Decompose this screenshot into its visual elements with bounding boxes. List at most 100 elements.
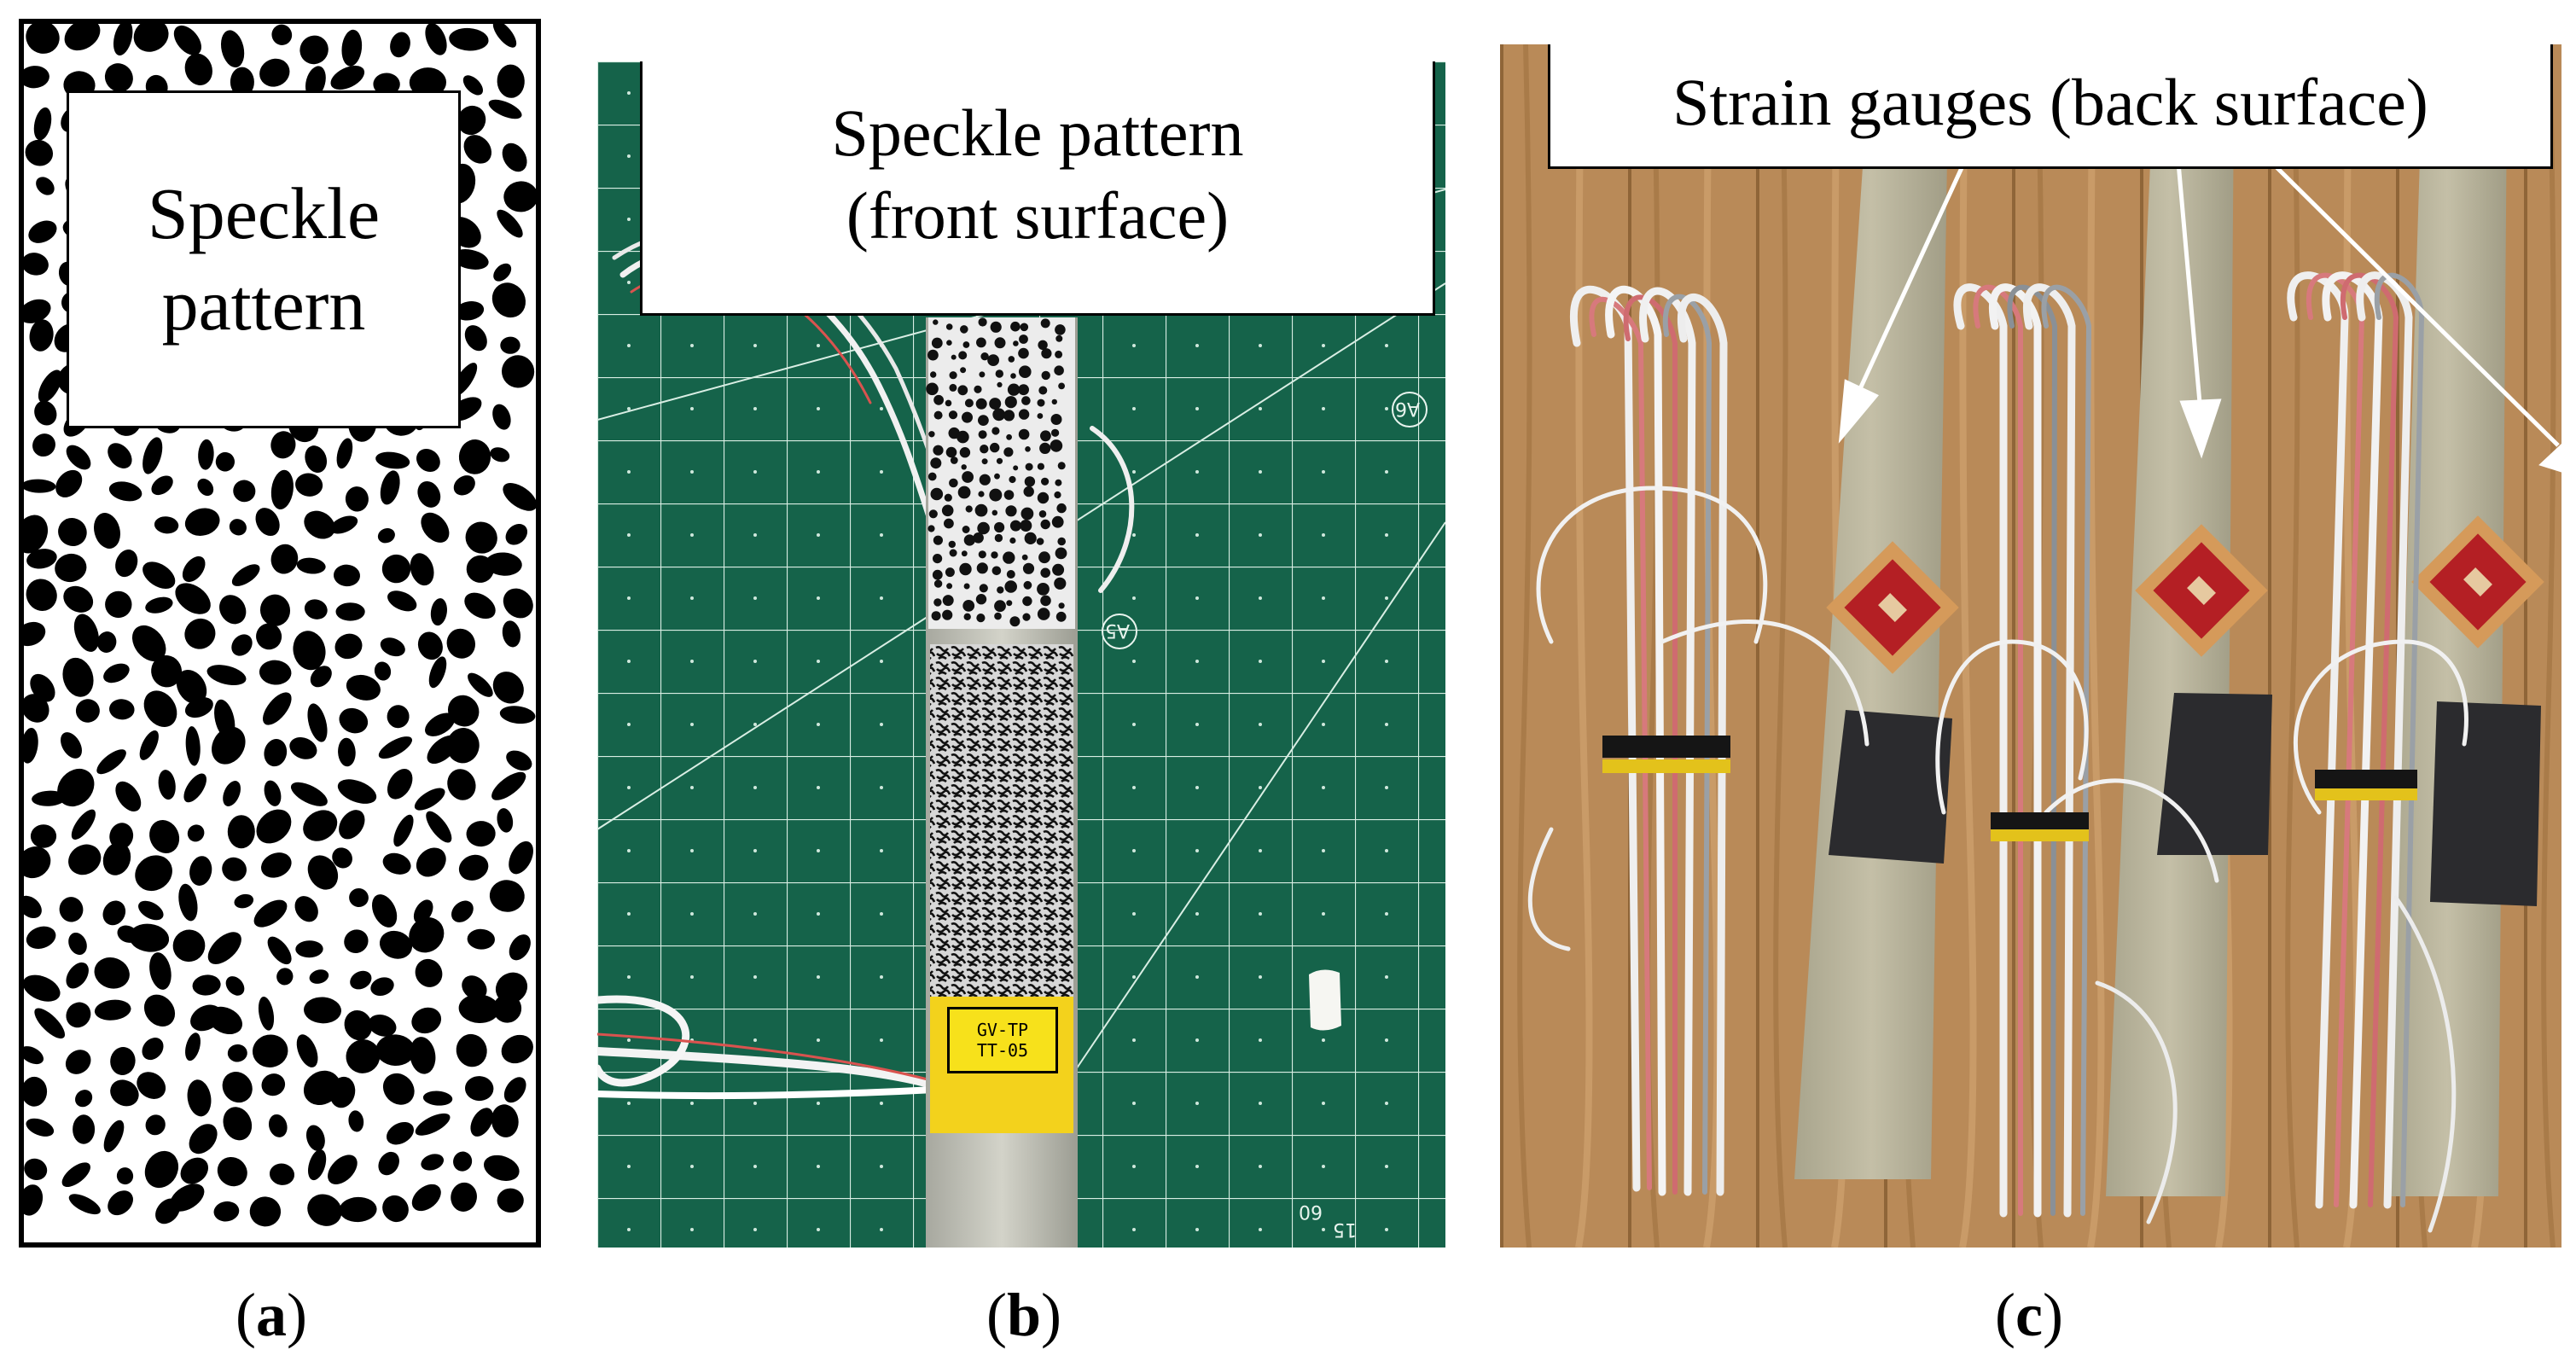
speckle-dot [446, 628, 476, 659]
speckle-dot [503, 181, 536, 212]
speckle-dot [32, 790, 67, 806]
speckle-dot [142, 1038, 164, 1061]
specimen-speckle-dot [945, 446, 957, 458]
speckle-dot [94, 957, 130, 989]
speckle-dot [379, 930, 413, 959]
specimen-speckle-dot [958, 351, 968, 360]
specimen-speckle-dot [1038, 510, 1047, 518]
speckle-dot [276, 968, 294, 986]
speckle-dot [303, 810, 338, 841]
specimen-speckle-dot [1055, 611, 1067, 622]
speckle-dot [382, 1195, 409, 1223]
speckle-dot [380, 637, 405, 657]
speckle-dot [328, 1155, 358, 1185]
specimen-speckle-dot [1020, 323, 1029, 332]
speckle-dot [68, 932, 87, 956]
speckle-dot [227, 815, 255, 849]
speckle-dot [491, 771, 526, 800]
speckle-dot [24, 66, 49, 89]
speckle-dot [295, 473, 323, 497]
caption-b: (b) [986, 1281, 1062, 1349]
speckle-dot [380, 470, 400, 505]
specimen-speckle-dot [1004, 396, 1017, 409]
speckle-dot [387, 769, 413, 800]
speckle-dot [65, 1050, 91, 1074]
speckle-dot [207, 932, 241, 964]
panel-c-scene [1500, 44, 2561, 1248]
speckle-dot [458, 854, 489, 881]
speckle-dot [409, 917, 445, 953]
specimen-speckle-dot [1050, 439, 1063, 452]
specimen-speckle-dot [962, 600, 975, 612]
specimen-speckle-dot [930, 457, 942, 469]
panel-c-label-box: Strain gauges (back surface) [1548, 44, 2553, 169]
speckle-dot [497, 808, 514, 833]
speckle-dot [231, 634, 253, 656]
speckle-dot [64, 24, 101, 51]
specimen-speckle-dot [979, 371, 986, 378]
specimen-speckle-dot [963, 613, 971, 620]
specimen-speckle-dot [977, 521, 990, 535]
speckle-dot [456, 1033, 487, 1067]
speckle-dot [206, 665, 247, 686]
specimen-speckle-dot [989, 398, 1002, 410]
speckle-dot [212, 726, 246, 765]
specimen-speckle-dot [981, 458, 988, 465]
specimen-speckle-dot [1038, 340, 1048, 350]
panel-b-label-line-1: Speckle pattern [831, 95, 1244, 170]
speckle-dot [458, 439, 491, 474]
speckle-dot [103, 663, 130, 683]
specimen-speckle-dot [994, 473, 1000, 480]
speckle-dot [338, 737, 356, 767]
speckle-dot [207, 1006, 243, 1035]
specimen-speckle-dot [1040, 519, 1050, 530]
speckle-dot [492, 404, 511, 430]
speckle-dot [173, 25, 201, 55]
specimen-speckle-dot [933, 410, 943, 420]
speckle-dot [26, 24, 60, 54]
specimen-speckle-dot [945, 399, 952, 407]
mat-marks: A6 A5 60 15 [1102, 392, 1428, 1240]
speckle-dot [467, 928, 495, 950]
speckle-dot [68, 1194, 101, 1215]
speckle-dot [305, 445, 328, 474]
specimen-speckle-dot [945, 567, 955, 578]
speckle-dot [386, 1121, 415, 1145]
specimen-speckle-dot [1004, 580, 1017, 593]
specimen-speckle-dot [933, 445, 944, 456]
speckle-dot [417, 631, 443, 660]
panel-a-label-box: Speckle pattern [67, 90, 461, 428]
mat-mark-60: 60 [1299, 1201, 1323, 1222]
speckle-dot [94, 999, 131, 1021]
specimen-speckle-dot [1054, 365, 1064, 376]
speckle-dot [375, 1034, 416, 1067]
specimen-speckle-dot [1024, 476, 1036, 487]
speckle-dot [68, 844, 102, 875]
speckle-dot [262, 692, 292, 725]
specimen-speckle-dot [979, 584, 988, 593]
specimen-speckle-dot [944, 518, 954, 529]
speckle-dot [255, 508, 280, 537]
speckle-dot [290, 782, 328, 806]
speckle-dot [387, 705, 410, 729]
specimen-speckle-dot [1003, 490, 1015, 500]
speckle-dot [253, 899, 288, 928]
specimen-speckle-dot [946, 340, 952, 346]
specimen-speckle-dot [1040, 430, 1051, 442]
speckle-dot [497, 64, 525, 98]
specimen-speckle-dot [1041, 370, 1050, 381]
speckle-dot [349, 887, 369, 908]
specimen-speckle-dot [944, 493, 952, 502]
specimen-speckle-dot [991, 427, 1000, 435]
speckle-dot [249, 1196, 282, 1227]
speckle-dot [502, 142, 527, 172]
wire-bundles [1527, 271, 2468, 1233]
specimen-speckle-dot [976, 337, 986, 348]
speckle-dot [416, 449, 440, 472]
speckle-dot [503, 483, 536, 511]
speckle-dot [24, 479, 56, 493]
specimen-speckle-dot [963, 534, 975, 546]
speckle-dot [430, 598, 447, 626]
speckle-dot [234, 893, 254, 909]
speckle-dot [374, 661, 392, 681]
